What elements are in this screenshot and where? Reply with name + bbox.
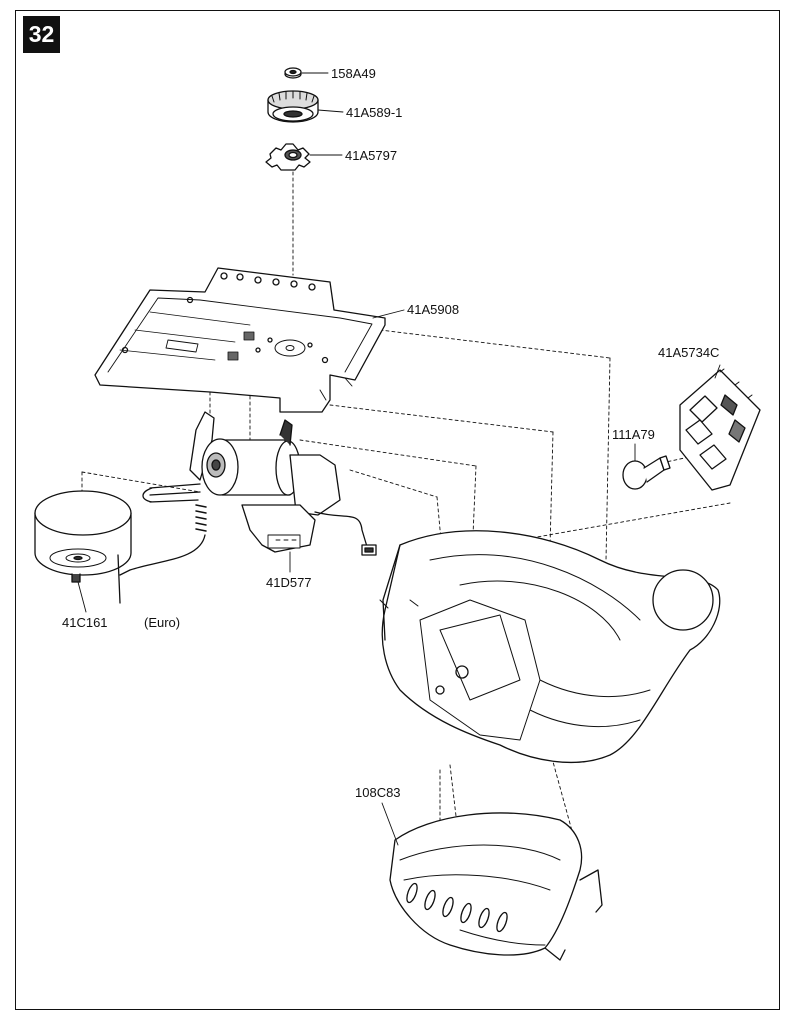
part-41a5908-mounting-plate (94, 267, 386, 413)
label-41a589-1: 41A589-1 (346, 105, 402, 120)
part-41a5734c-logic-board (679, 368, 761, 491)
figure-number-badge: 32 (23, 16, 60, 53)
part-main-housing (379, 530, 721, 764)
label-111a79: 111A79 (612, 427, 655, 442)
leader-lines (77, 72, 721, 846)
label-158a49: 158A49 (331, 66, 376, 81)
part-41a5797-sprocket (265, 143, 311, 171)
label-41c161: 41C161 (62, 615, 108, 630)
alignment-lines (81, 171, 731, 861)
part-41c161-capacitor (34, 490, 132, 604)
label-41d577: 41D577 (266, 575, 312, 590)
part-111a79-bulb (622, 455, 671, 490)
part-41d577-motor (119, 411, 377, 576)
label-108c83: 108C83 (355, 785, 401, 800)
label-41a5734c: 41A5734C (658, 345, 719, 360)
label-41a5908: 41A5908 (407, 302, 459, 317)
part-41a589-1-sprocket (267, 90, 319, 123)
part-108c83-lens-cover (389, 812, 603, 961)
label-41a5797: 41A5797 (345, 148, 397, 163)
part-158a49-nut (284, 67, 302, 79)
label-euro: (Euro) (144, 615, 180, 630)
